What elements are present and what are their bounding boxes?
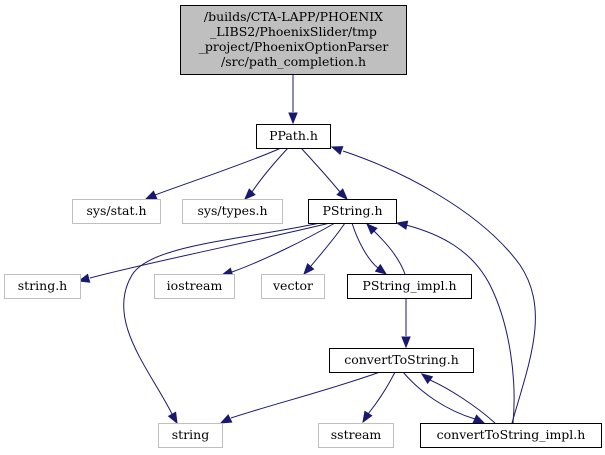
- edge-pstringimpl-to-convert: [401, 298, 411, 349]
- node-box: [180, 5, 407, 75]
- edge-line: [429, 379, 496, 424]
- node-box: [158, 423, 223, 448]
- edges-layer: [77, 74, 536, 425]
- edge-line: [123, 222, 321, 415]
- node-stringh: string.h: [4, 274, 81, 299]
- arrow-head-icon: [288, 112, 298, 125]
- edge-ppath-to-sysstat: [144, 147, 282, 200]
- node-iostream: iostream: [154, 274, 235, 299]
- edge-convert-to-string: [219, 371, 381, 424]
- edge-line: [231, 222, 336, 273]
- arrow-head-icon: [219, 414, 233, 424]
- arrow-head-icon: [336, 188, 348, 200]
- arrow-head-icon: [362, 410, 373, 424]
- node-label: PString_impl.h: [362, 278, 456, 293]
- edge-pstring-to-string: [123, 222, 321, 425]
- node-label: /builds/CTA-LAPP/PHOENIX: [204, 9, 383, 24]
- edge-line: [300, 147, 341, 193]
- arrow-head-icon: [77, 273, 91, 283]
- node-label: string.h: [18, 278, 68, 293]
- node-string: string: [158, 423, 223, 448]
- node-label: convertToString.h: [344, 352, 459, 367]
- edge-convert-to-sstream: [362, 371, 396, 424]
- edge-pstring-to-vector: [303, 222, 346, 276]
- arrow-head-icon: [472, 414, 486, 424]
- edge-convertimpl-to-pstring: [395, 220, 515, 424]
- node-label: sys/stat.h: [86, 203, 146, 218]
- node-box: [261, 274, 325, 299]
- edge-line: [351, 222, 379, 269]
- edge-pstring-to-stringh: [77, 222, 331, 283]
- node-box: [308, 199, 397, 224]
- node-box: [318, 423, 394, 448]
- arrow-head-icon: [144, 190, 158, 200]
- arrow-head-icon: [401, 336, 411, 349]
- arrow-head-icon: [330, 146, 344, 156]
- edge-line: [373, 230, 406, 275]
- node-pstring[interactable]: PString.h: [308, 199, 397, 224]
- nodes-layer: /builds/CTA-LAPP/PHOENIX_LIBS2/PhoenixSl…: [4, 5, 602, 448]
- edge-line: [230, 371, 381, 419]
- arrow-head-icon: [395, 220, 409, 230]
- edge-line: [405, 224, 515, 424]
- node-label: _LIBS2/PhoenixSlider/tmp: [210, 24, 377, 39]
- node-box: [256, 124, 331, 149]
- node-convertimpl[interactable]: convertToString_impl.h: [420, 423, 602, 448]
- arrow-head-icon: [366, 223, 378, 235]
- edge-line: [367, 371, 396, 415]
- node-box: [72, 199, 161, 224]
- arrow-head-icon: [244, 188, 256, 200]
- node-vector: vector: [261, 274, 325, 299]
- node-convert[interactable]: convertToString.h: [329, 348, 474, 373]
- arrow-head-icon: [167, 411, 178, 425]
- edge-root-to-ppath: [288, 74, 298, 125]
- node-label: vector: [272, 278, 313, 293]
- node-label: sys/types.h: [197, 203, 267, 218]
- node-root: /builds/CTA-LAPP/PHOENIX_LIBS2/PhoenixSl…: [180, 5, 407, 75]
- edge-convertimpl-to-ppath: [330, 146, 536, 424]
- node-sstream: sstream: [318, 423, 394, 448]
- node-systypes: sys/types.h: [182, 199, 283, 224]
- node-label: sstream: [331, 427, 382, 442]
- edge-pstring-to-pstringimpl: [351, 222, 388, 275]
- edge-line: [154, 147, 282, 196]
- node-label: _project/PhoenixOptionParser: [199, 39, 389, 54]
- edge-line: [89, 222, 331, 279]
- node-box: [182, 199, 283, 224]
- edge-convertimpl-to-convert: [420, 373, 496, 424]
- node-label: convertToString_impl.h: [437, 427, 586, 442]
- arrow-head-icon: [420, 373, 434, 385]
- node-box: [329, 348, 474, 373]
- node-box: [347, 274, 472, 299]
- node-label: iostream: [167, 278, 223, 293]
- edge-line: [310, 222, 346, 267]
- node-label: /src/path_completion.h: [221, 54, 366, 69]
- edge-ppath-to-pstring: [300, 147, 348, 200]
- arrow-head-icon: [374, 263, 388, 275]
- edge-ppath-to-systypes: [244, 147, 289, 200]
- edge-convert-to-convertimpl: [402, 371, 486, 424]
- node-ppath[interactable]: PPath.h: [256, 124, 331, 149]
- node-label: PString.h: [322, 203, 382, 218]
- node-box: [4, 274, 81, 299]
- edge-line: [402, 371, 476, 420]
- arrow-head-icon: [303, 262, 315, 276]
- node-box: [154, 274, 235, 299]
- node-label: string: [172, 427, 209, 442]
- node-pstringimpl[interactable]: PString_impl.h: [347, 274, 472, 299]
- node-label: PPath.h: [269, 128, 318, 143]
- edge-line: [342, 150, 536, 424]
- edge-pstringimpl-to-pstring: [366, 223, 406, 275]
- node-sysstat: sys/stat.h: [72, 199, 161, 224]
- node-box: [420, 423, 602, 448]
- edge-line: [251, 147, 289, 193]
